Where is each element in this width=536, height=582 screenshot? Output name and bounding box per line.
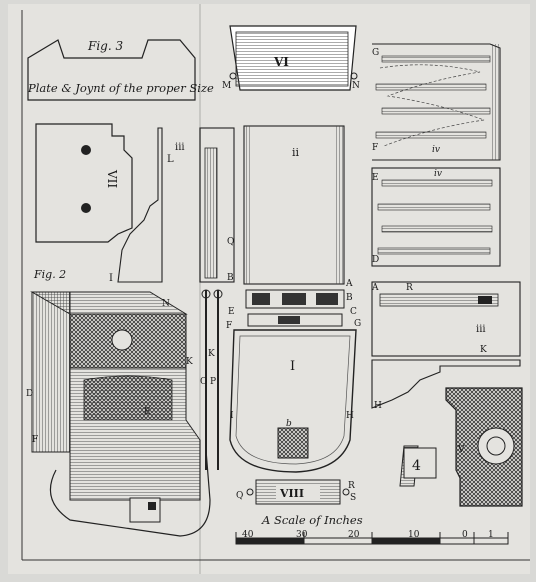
letter-e-left: E (144, 407, 151, 417)
label-iv-b: iv (434, 169, 442, 179)
panel-vi: VI M N (222, 25, 360, 91)
letter-s-b: S (350, 493, 356, 503)
label-i: I (290, 359, 295, 374)
letter-b-c: B (346, 293, 353, 303)
letter-k-mid: K (208, 349, 215, 359)
letter-q-mid: Q (227, 237, 234, 247)
letter-l: L (167, 154, 174, 165)
label-ii: ii (292, 146, 300, 159)
profile-piece-l: L I iii (109, 127, 185, 284)
panel-iii-right: A R iii K H (371, 281, 521, 411)
letter-k-right: K (480, 345, 487, 355)
letter-c-c: C (350, 307, 357, 317)
letter-d-left: D (26, 389, 33, 399)
fig3-caption: Plate & Joynt of the proper Size (27, 81, 214, 95)
letter-r-b: R (348, 481, 355, 491)
letter-e-right: E (372, 173, 379, 183)
label-vi: VI (273, 55, 289, 69)
panel-i: I b A B C E F G I H (226, 279, 361, 473)
letter-d-right: D (372, 255, 379, 265)
baffles-lower: E D iv (371, 167, 501, 267)
letter-f: F (372, 143, 378, 153)
bar-iii: Q B (199, 127, 235, 283)
label-4: 4 (412, 458, 421, 474)
baffles-upper: G F iv (372, 43, 501, 161)
letter-n2: N (162, 299, 170, 309)
letter-r: R (406, 283, 413, 293)
plate-vii: VII (35, 123, 133, 243)
scale-tick-5: 1 (488, 530, 494, 540)
label-b: b (286, 419, 292, 429)
letter-a-right: A (371, 283, 379, 293)
letter-h-right: H (374, 401, 382, 411)
rods-op: O P K (200, 289, 223, 470)
letter-i-c: I (230, 411, 234, 421)
letter-q-b: Q (236, 491, 243, 501)
label-iv-a: iv (432, 145, 440, 155)
letter-a-mid: A (345, 279, 353, 289)
label-iii-right: iii (476, 324, 486, 335)
fig3-label: Fig. 3 (87, 39, 123, 53)
letter-g-c: G (354, 319, 361, 329)
scale-tick-4: 0 (462, 530, 468, 540)
panel-ii: ii (243, 125, 345, 285)
letter-b-mid: B (227, 273, 234, 283)
fig3-plate: Fig. 3 Plate & Joynt of the proper Size (27, 39, 214, 101)
fig2-label: Fig. 2 (33, 268, 66, 281)
letter-m: M (222, 81, 231, 91)
letter-f-left: F (32, 435, 38, 445)
scale-tick-2: 20 (348, 530, 360, 540)
label-viii: VIII (279, 487, 304, 500)
ornament-plate-v: V (445, 387, 523, 507)
scale-tick-0: 40 (242, 530, 254, 540)
letter-e-c: E (228, 307, 235, 317)
letter-v: V (457, 445, 465, 455)
small-plate-4: 4 (399, 445, 437, 487)
scale-title: A Scale of Inches (261, 513, 363, 527)
letter-f-c: F (226, 321, 232, 331)
letter-h-c: H (346, 411, 354, 421)
scale-tick-3: 10 (408, 530, 420, 540)
label-iii-top: iii (175, 142, 185, 153)
bar-viii: VIII Q R S (236, 479, 356, 505)
letter-g: G (372, 48, 379, 58)
scale-tick-1: 30 (296, 530, 308, 540)
scale-of-inches: A Scale of Inches 40 30 20 10 0 1 (235, 513, 509, 545)
letter-p: P (210, 377, 216, 387)
letter-n: N (352, 81, 360, 91)
letter-o: O (200, 377, 207, 387)
letter-i-left: I (109, 273, 113, 284)
letter-k2: K (186, 357, 193, 367)
fig2-stove: Fig. 2 N K D F E (26, 268, 211, 537)
label-vii: VII (105, 169, 119, 188)
